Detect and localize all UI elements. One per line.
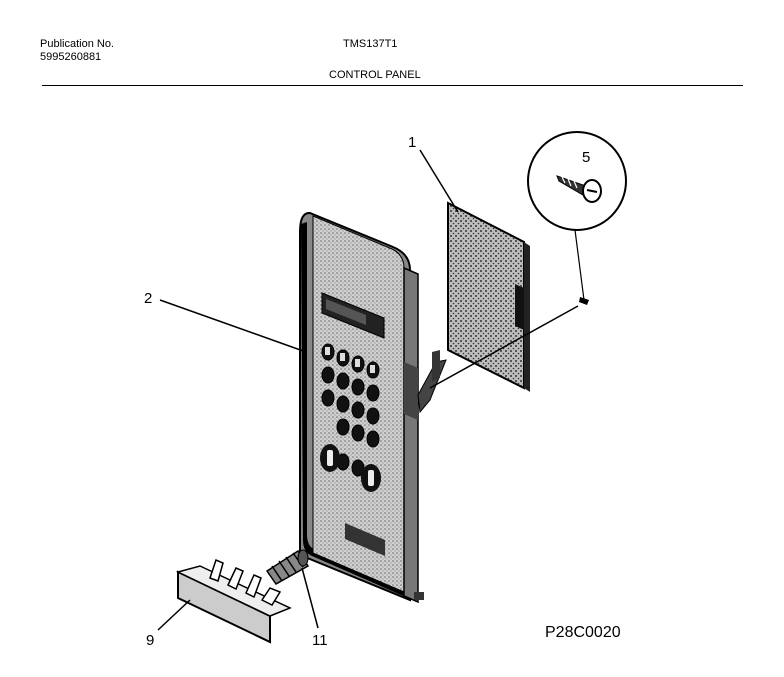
callout-5: 5 [582, 149, 590, 166]
callout-1: 1 [408, 134, 416, 151]
leader-lines [157, 149, 579, 631]
control-panel-part [299, 211, 424, 604]
drawing-code: P28C0020 [545, 624, 621, 641]
circuit-board-part [447, 201, 530, 392]
model-number: TMS137T1 [343, 38, 398, 50]
callout-2: 2 [144, 290, 152, 307]
callout-9: 9 [146, 632, 154, 649]
screw-detail [527, 131, 627, 305]
publication-label: Publication No. [40, 38, 114, 50]
header-rule [42, 85, 743, 86]
callout-11: 11 [312, 632, 328, 649]
section-title: CONTROL PANEL [329, 69, 421, 81]
publication-number: 5995260881 [40, 51, 102, 63]
door-button-part [175, 558, 292, 644]
spring-part [265, 549, 310, 585]
